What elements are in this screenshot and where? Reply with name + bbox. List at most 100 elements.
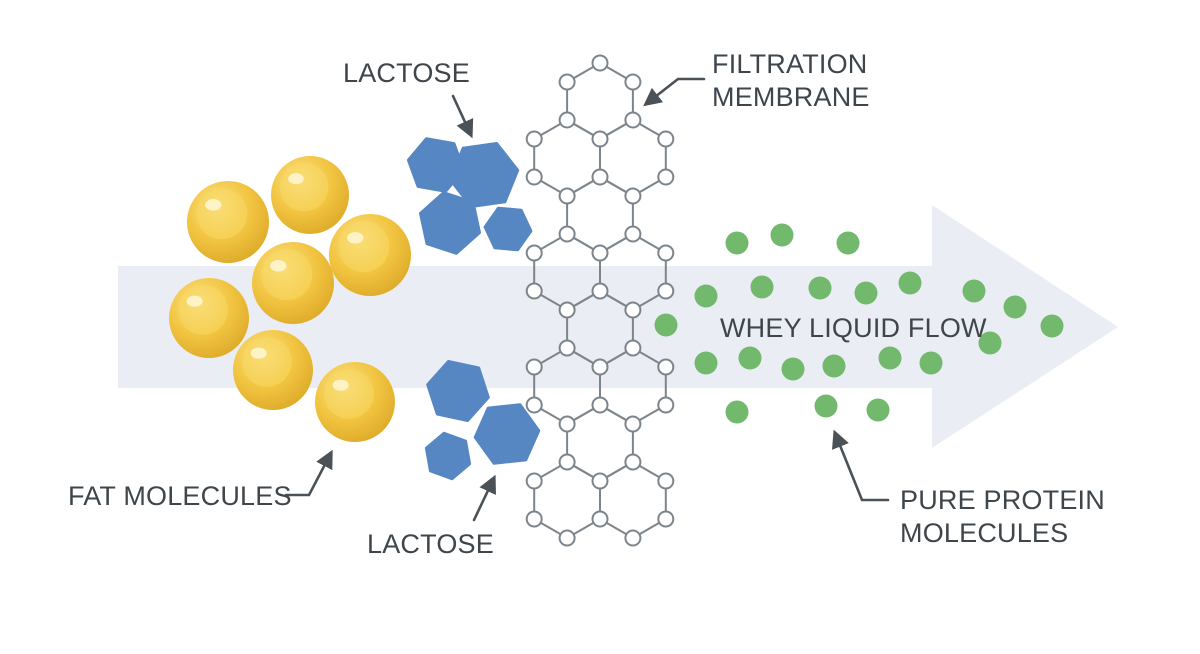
- membrane-node: [591, 510, 609, 528]
- membrane-node: [591, 282, 609, 300]
- protein-molecule: [654, 313, 678, 337]
- membrane-cell: [566, 403, 634, 483]
- membrane-node: [591, 130, 609, 148]
- membrane-node: [657, 358, 675, 376]
- fat-molecule: [329, 214, 411, 296]
- membrane-node: [591, 396, 609, 414]
- membrane-node: [558, 529, 576, 547]
- membrane-node: [525, 244, 543, 262]
- membrane-node: [624, 453, 642, 471]
- membrane-node: [558, 73, 576, 91]
- protein-molecule: [725, 400, 749, 424]
- protein-label-line1: PURE PROTEIN: [900, 485, 1105, 515]
- protein-molecules-cluster: [654, 223, 1064, 424]
- protein-molecule: [770, 223, 794, 247]
- protein-molecule: [814, 394, 838, 418]
- protein-molecule: [836, 231, 860, 255]
- protein-molecule: [866, 398, 890, 422]
- membrane-node: [558, 225, 576, 243]
- lactose-molecule: [483, 206, 533, 252]
- protein-molecule: [725, 231, 749, 255]
- protein-molecule: [1003, 295, 1027, 319]
- membrane-node: [624, 187, 642, 205]
- membrane-label-line1: FILTRATION: [712, 49, 868, 79]
- fat-molecule: [271, 156, 349, 234]
- membrane-node: [558, 415, 576, 433]
- lactose-molecules-cluster: [406, 137, 541, 481]
- lactose-molecule: [448, 142, 520, 208]
- protein-molecule: [878, 346, 902, 370]
- membrane-node: [657, 130, 675, 148]
- fat-pointer: [284, 449, 333, 497]
- membrane-node: [525, 358, 543, 376]
- lactose-molecule: [426, 360, 490, 422]
- protein-molecule: [978, 331, 1002, 355]
- protein-molecule: [694, 351, 718, 375]
- membrane-node: [657, 396, 675, 414]
- fat-molecule: [252, 242, 334, 324]
- fat-molecule: [315, 362, 395, 442]
- fat-molecule: [169, 278, 249, 358]
- protein-molecule: [738, 346, 762, 370]
- membrane-node: [624, 301, 642, 319]
- membrane-node: [591, 54, 609, 72]
- membrane-node: [591, 472, 609, 490]
- protein-molecule: [822, 354, 846, 378]
- lactose-top-pointer: [451, 94, 474, 139]
- membrane-node: [525, 130, 543, 148]
- protein-molecule: [854, 281, 878, 305]
- protein-label-line2: MOLECULES: [900, 518, 1068, 548]
- membrane-node: [525, 510, 543, 528]
- membrane-node: [591, 244, 609, 262]
- flow-label: WHEY LIQUID FLOW: [720, 313, 987, 343]
- filtration-membrane: [525, 54, 675, 547]
- membrane-node: [525, 168, 543, 186]
- lactose-molecule: [419, 191, 481, 255]
- membrane-node: [624, 529, 642, 547]
- membrane-cell: [599, 460, 667, 540]
- membrane-node: [657, 244, 675, 262]
- membrane-node: [657, 168, 675, 186]
- membrane-node: [657, 472, 675, 490]
- pointer-arrows: [284, 77, 890, 522]
- lactose-bottom-label: LACTOSE: [367, 529, 494, 559]
- protein-molecule: [694, 284, 718, 308]
- fat-molecule: [187, 181, 269, 263]
- membrane-node: [558, 187, 576, 205]
- protein-molecule: [1040, 314, 1064, 338]
- membrane-node: [657, 282, 675, 300]
- membrane-node: [558, 339, 576, 357]
- lactose-molecule: [473, 403, 541, 465]
- membrane-cell: [566, 175, 634, 255]
- lactose-molecule: [424, 431, 472, 481]
- membrane-node: [525, 472, 543, 490]
- membrane-pointer: [643, 77, 706, 107]
- lactose-bottom-pointer: [472, 474, 496, 522]
- membrane-node: [558, 453, 576, 471]
- membrane-node: [624, 339, 642, 357]
- membrane-node: [558, 301, 576, 319]
- membrane-node: [591, 168, 609, 186]
- membrane-label-line2: MEMBRANE: [712, 82, 870, 112]
- protein-molecule: [750, 275, 774, 299]
- membrane-cell: [533, 118, 601, 198]
- protein-molecule: [781, 357, 805, 381]
- membrane-node: [525, 282, 543, 300]
- protein-molecule: [898, 271, 922, 295]
- membrane-cell: [566, 61, 634, 141]
- membrane-node: [591, 358, 609, 376]
- protein-molecule: [919, 351, 943, 375]
- membrane-cell: [599, 118, 667, 198]
- protein-molecule: [808, 276, 832, 300]
- membrane-node: [657, 510, 675, 528]
- membrane-node: [624, 415, 642, 433]
- membrane-cell: [533, 460, 601, 540]
- lactose-top-label: LACTOSE: [343, 58, 470, 88]
- membrane-node: [624, 225, 642, 243]
- membrane-node: [624, 73, 642, 91]
- fat-label: FAT MOLECULES: [68, 481, 292, 511]
- membrane-node: [624, 111, 642, 129]
- fat-molecules-cluster: [169, 156, 411, 442]
- protein-molecule: [962, 279, 986, 303]
